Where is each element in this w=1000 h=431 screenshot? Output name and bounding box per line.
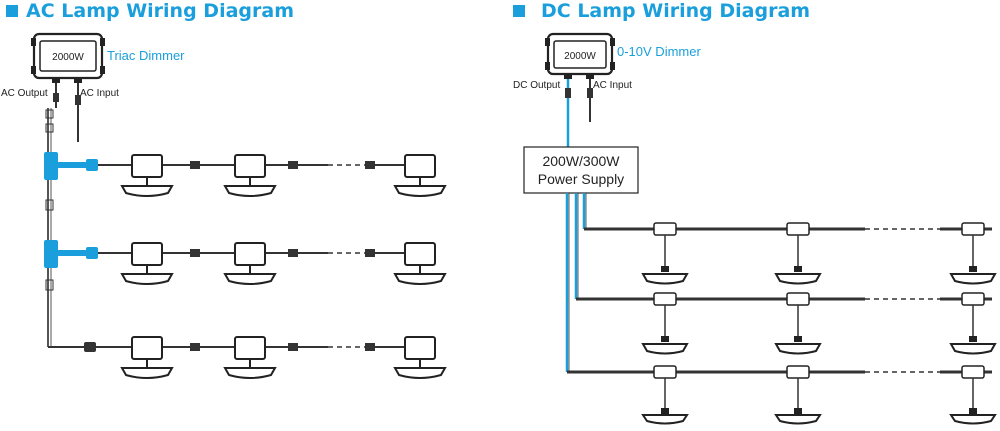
- dc-input-cable: [587, 79, 593, 122]
- ac-section-bullet-icon: [6, 5, 18, 17]
- dc-dimmer-label: 0-10V Dimmer: [617, 44, 701, 59]
- ceiling-lamp-icon: [393, 336, 447, 379]
- ac-input-cable: [75, 83, 81, 142]
- ac-section-title: AC Lamp Wiring Diagram: [26, 0, 294, 22]
- dc-dimmer-output-cable: [565, 79, 571, 147]
- power-supply-box: [523, 146, 639, 194]
- dc-dimmer-rating: 2000W: [564, 51, 596, 62]
- ceiling-lamp-icon: [223, 154, 277, 197]
- ceiling-lamp-icon: [120, 336, 174, 379]
- power-supply-label-line2: Power Supply: [538, 171, 624, 187]
- dc-dimmer-icon: [545, 32, 615, 79]
- ceiling-lamp-icon: [120, 242, 174, 285]
- ceiling-lamp-icon: [641, 292, 689, 355]
- ceiling-lamp-icon: [393, 154, 447, 197]
- ac-trunk-cable: [45, 83, 90, 348]
- ac-input-label: AC Input: [80, 88, 119, 99]
- ac-dimmer-label: Triac Dimmer: [107, 48, 185, 63]
- power-supply-label-line1: 200W/300W: [542, 153, 620, 169]
- ac-dimmer-rating: 2000W: [52, 52, 84, 63]
- ceiling-lamp-icon: [393, 242, 447, 285]
- ceiling-lamp-icon: [223, 242, 277, 285]
- ac-t-connector-1: [44, 152, 98, 180]
- ceiling-lamp-icon: [774, 292, 822, 355]
- ceiling-lamp-icon: [774, 222, 822, 285]
- ceiling-lamp-icon: [949, 292, 997, 355]
- dc-section-bullet-icon: [513, 5, 525, 17]
- ceiling-lamp-icon: [949, 365, 997, 425]
- ac-t-connector-2: [44, 240, 98, 268]
- ceiling-lamp-icon: [641, 222, 689, 285]
- ac-output-label: AC Output: [1, 88, 48, 99]
- dc-feeder-wires: [565, 193, 587, 372]
- ceiling-lamp-icon: [120, 154, 174, 197]
- ceiling-lamp-icon: [641, 365, 689, 425]
- ceiling-lamp-icon: [774, 365, 822, 425]
- dc-section-title: DC Lamp Wiring Diagram: [541, 0, 810, 22]
- ac-dimmer-icon: [31, 32, 105, 83]
- ceiling-lamp-icon: [949, 222, 997, 285]
- ac-end-connector: [84, 342, 96, 352]
- ceiling-lamp-icon: [223, 336, 277, 379]
- dc-input-label: AC Input: [593, 80, 632, 91]
- dc-output-label: DC Output: [513, 80, 560, 91]
